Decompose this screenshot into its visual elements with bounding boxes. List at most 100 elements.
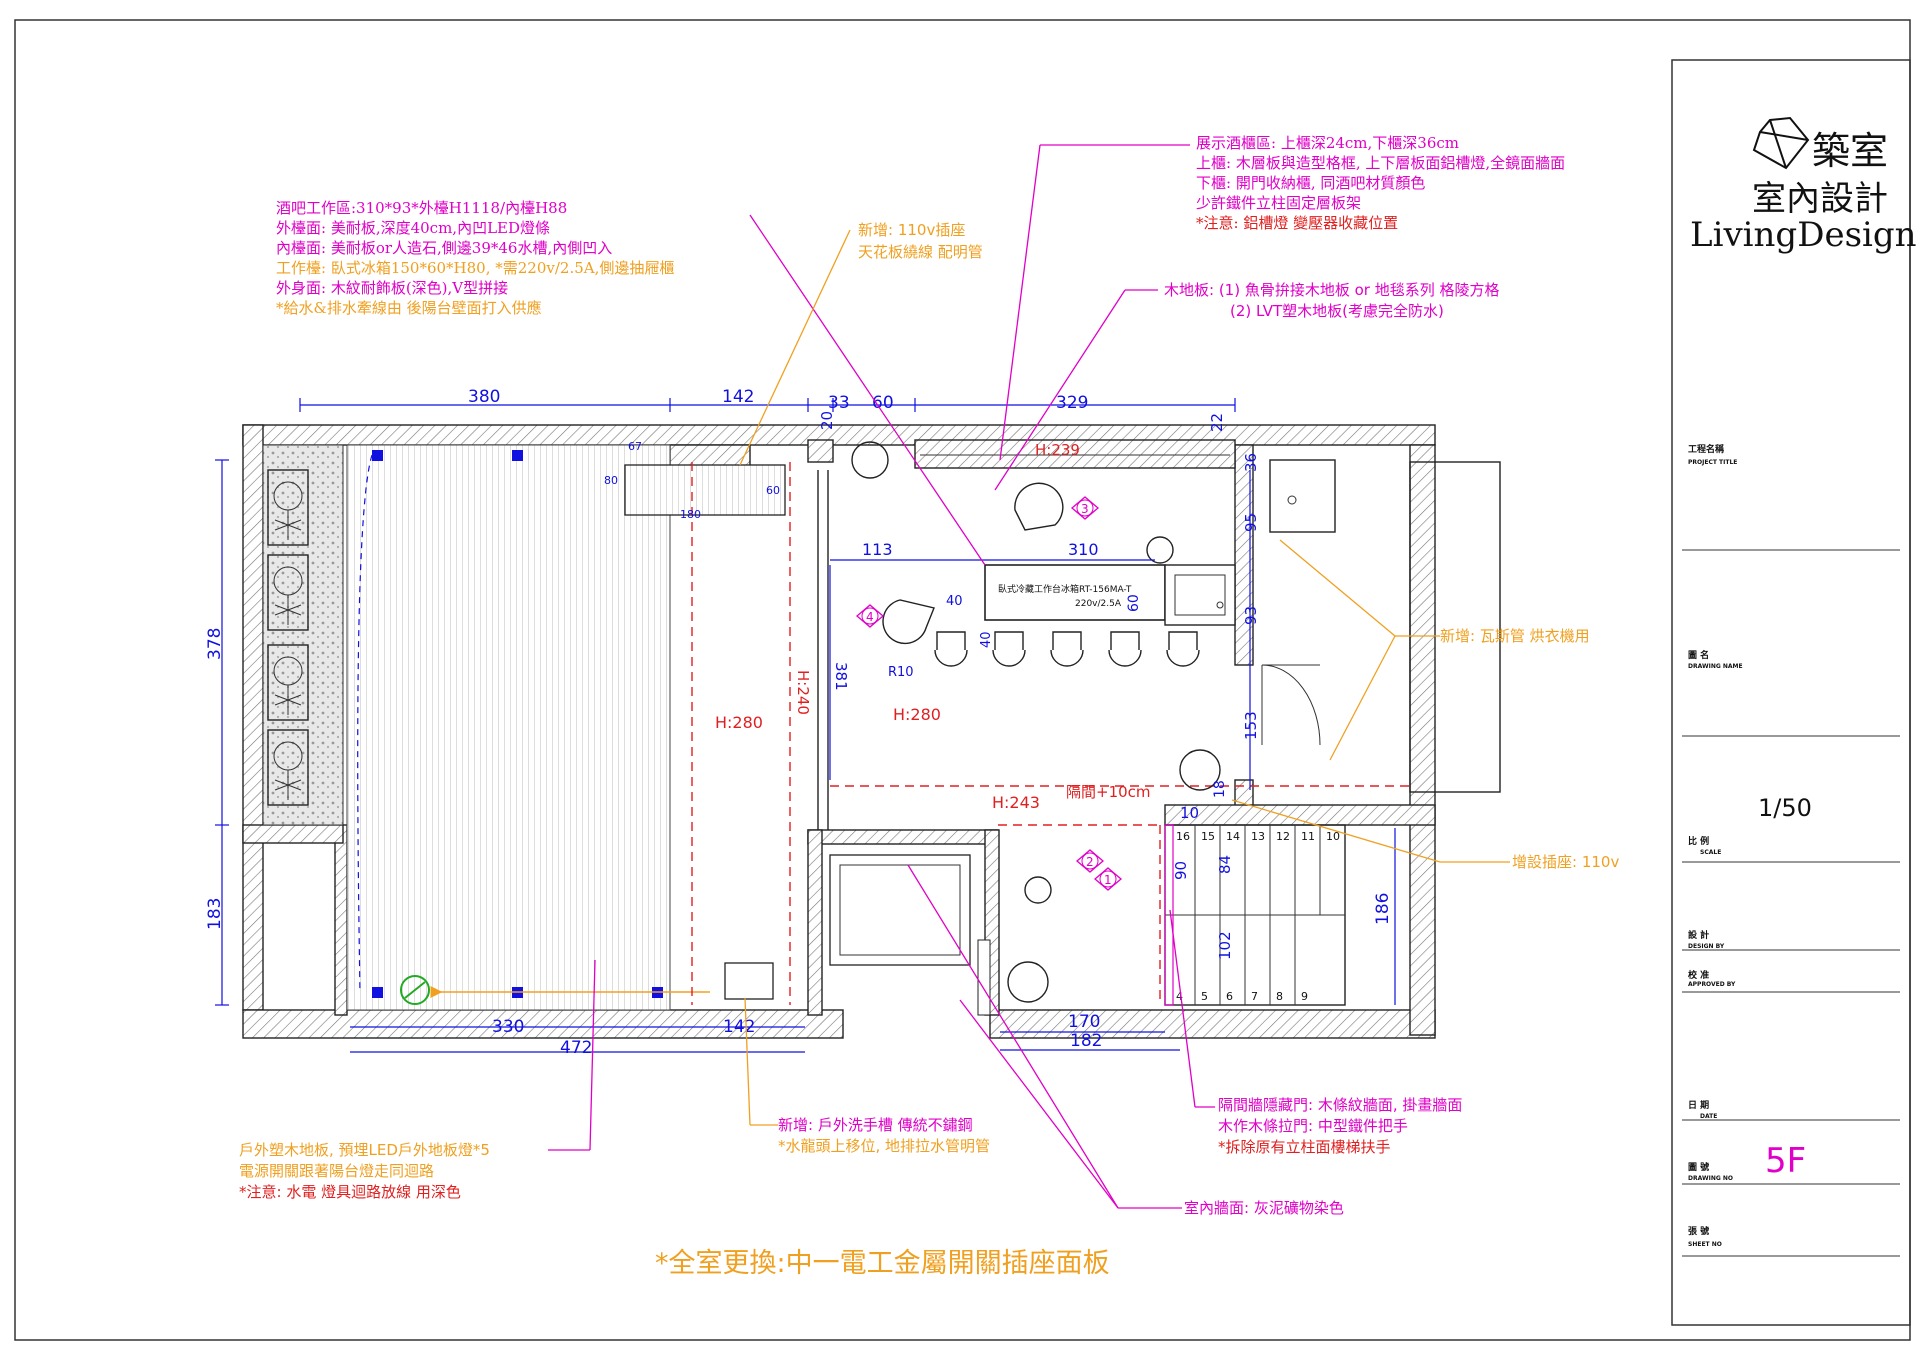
dim-22: 22 xyxy=(1208,413,1226,432)
plant-icon xyxy=(851,441,889,479)
logo-name: 築室 xyxy=(1812,129,1888,173)
note-outlet-110: 新增: 110v插座 天花板繞線 配明管 xyxy=(858,221,983,261)
height-280-balcony: H:280 xyxy=(715,713,763,732)
logo-icon xyxy=(1752,116,1810,170)
bar-note-line: 內檯面: 美耐板or人造石,側邊39*46水槽,內側凹入 xyxy=(276,239,612,257)
stair-num: 10 xyxy=(1326,830,1340,843)
socket-note: 增設插座: 110v xyxy=(1512,853,1619,871)
stair-num: 5 xyxy=(1201,990,1208,1003)
balcony-deck xyxy=(262,444,786,1011)
bar-stools xyxy=(934,631,1200,667)
ceiling-offset: 隔間+10cm xyxy=(1066,783,1151,801)
radius-r10: R10 xyxy=(888,665,914,680)
bar-note-line: 外身面: 木紋耐飾板(深色),V型拼接 xyxy=(276,279,508,297)
drawing-no-label-en: DRAWING NO xyxy=(1688,1175,1733,1182)
stair-num: 12 xyxy=(1276,830,1290,843)
logo: 築室 室內設計 LivingDesign xyxy=(1690,116,1917,255)
wash-basin xyxy=(1269,459,1336,533)
stair-area: 16 15 14 13 12 11 10 5 6 7 8 9 4 xyxy=(829,824,1346,1016)
dim-170: 170 xyxy=(1068,1012,1100,1032)
date-label-en: DATE xyxy=(1700,1113,1717,1120)
outdoor-sink xyxy=(724,962,774,1000)
height-labels: H:239 H:280 H:280 H:240 H:243 隔間+10cm xyxy=(715,441,1151,812)
date-label: 日 期 xyxy=(1688,1099,1709,1111)
dim-330: 330 xyxy=(492,1017,524,1037)
dim-40-vert: 40 xyxy=(979,631,994,648)
drawing-number: 5F xyxy=(1765,1141,1806,1181)
dim-33: 33 xyxy=(828,393,850,413)
gravel-strip xyxy=(262,444,344,826)
note-wine: 展示酒櫃區: 上櫃深24cm,下櫃深36cm 上櫃: 木層板與造型格框, 上下層… xyxy=(1196,134,1565,232)
approved-label: 校 准 xyxy=(1688,969,1709,981)
leader-lines xyxy=(548,144,1510,1209)
design-label-en: DESIGN BY xyxy=(1688,943,1725,950)
bar-note-line: 酒吧工作區:310*93*外檯H1118/內檯H88 xyxy=(276,199,567,217)
stair-num: 8 xyxy=(1276,990,1283,1003)
outlet-note-line: 天花板繞線 配明管 xyxy=(858,243,983,261)
wine-cabinet xyxy=(914,439,1236,469)
stair-num: 14 xyxy=(1226,830,1240,843)
design-label: 設 計 xyxy=(1688,929,1709,941)
height-243: H:243 xyxy=(992,793,1040,812)
stair-num: 15 xyxy=(1201,830,1215,843)
project-title-label: 工程名稱 xyxy=(1688,443,1724,455)
sink-note-line: *水龍頭上移位, 地排拉水管明管 xyxy=(778,1137,990,1155)
dim-381: 381 xyxy=(832,662,850,691)
wood-decking xyxy=(346,444,671,1011)
outlet-note-line: 新增: 110v插座 xyxy=(858,221,965,239)
bottom-note: *全室更換:中一電工金屬開關插座面板 xyxy=(655,1248,1110,1279)
door-swing xyxy=(1261,664,1321,746)
ceiling-lines xyxy=(691,462,1410,1005)
floor-note-line: (2) LVT塑木地板(考慮完全防水) xyxy=(1230,302,1444,320)
stair-numbers: 16 15 14 13 12 11 10 5 6 7 8 9 4 xyxy=(1176,830,1340,1003)
wine-note-line: 上櫃: 木層板與造型格框, 上下層板面鋁槽燈,全鏡面牆面 xyxy=(1196,154,1565,172)
dim-153: 153 xyxy=(1242,711,1260,740)
sheet-no-label-en: SHEET NO xyxy=(1688,1241,1722,1248)
note-sink: 新增: 戶外洗手槽 傳統不鏽鋼 *水龍頭上移位, 地排拉水管明管 xyxy=(778,1116,990,1155)
dim-18: 18 xyxy=(1212,780,1228,798)
switch-icon xyxy=(400,975,430,1005)
wall-note: 室內牆面: 灰泥礦物染色 xyxy=(1184,1199,1344,1217)
dim-329: 329 xyxy=(1056,393,1088,413)
callout-4: 4 xyxy=(866,610,874,624)
drawing-name-label: 圖 名 xyxy=(1688,649,1709,661)
title-block: 築室 室內設計 LivingDesign 工程名稱 PROJECT TITLE … xyxy=(1682,116,1917,1257)
gas-note: 新增: 瓦斯管 烘衣機用 xyxy=(1440,627,1590,645)
hidden-door xyxy=(1164,824,1174,1006)
dim-36: 36 xyxy=(1242,453,1260,472)
note-bar: 酒吧工作區:310*93*外檯H1118/內檯H88 外檯面: 美耐板,深度40… xyxy=(276,199,674,317)
stair-num: 13 xyxy=(1251,830,1265,843)
stair-num: 11 xyxy=(1301,830,1315,843)
dim-142-top: 142 xyxy=(722,387,754,407)
dim-180: 180 xyxy=(680,508,701,521)
note-door: 隔間牆隱藏門: 木條紋牆面, 掛畫牆面 木作木條拉門: 中型鐵件把手 *拆除原有… xyxy=(1218,1096,1462,1156)
door-note-line: 木作木條拉門: 中型鐵件把手 xyxy=(1218,1117,1408,1135)
fridge-label: 臥式冷藏工作台冰箱RT-156MA-T xyxy=(998,583,1132,595)
bench xyxy=(624,464,786,516)
laundry-area xyxy=(1261,459,1336,746)
dim-102: 102 xyxy=(1216,931,1234,960)
drawing-no-label: 圖 號 xyxy=(1688,1161,1709,1173)
height-280-bar: H:280 xyxy=(893,705,941,724)
sheet-no-label: 張 號 xyxy=(1688,1225,1709,1237)
dim-378: 378 xyxy=(205,628,225,660)
drawing-name-label-en: DRAWING NAME xyxy=(1688,663,1743,670)
callout-2: 2 xyxy=(1086,855,1094,869)
dim-60: 60 xyxy=(872,393,894,413)
stair-num: 7 xyxy=(1251,990,1258,1003)
stair-num: 16 xyxy=(1176,830,1190,843)
stair-num: 4 xyxy=(1176,990,1183,1003)
dimension-labels: 380 142 33 60 329 20 22 36 95 93 153 113… xyxy=(205,387,1393,1058)
person-icon-2 xyxy=(1024,876,1052,904)
height-240: H:240 xyxy=(794,670,812,715)
callout-tags: 3 4 2 1 xyxy=(855,496,1123,891)
dim-60-bar: 60 xyxy=(1126,594,1142,612)
floor-note-line: 木地板: (1) 魚骨拚接木地板 or 地毯系列 格陵方格 xyxy=(1164,281,1500,299)
fan-icon xyxy=(1179,749,1221,791)
dim-10: 10 xyxy=(1180,804,1199,822)
dim-40: 40 xyxy=(946,594,963,609)
stair-num: 9 xyxy=(1301,990,1308,1003)
dim-310: 310 xyxy=(1068,540,1099,559)
wine-note-line: *注意: 鋁槽燈 變壓器收藏位置 xyxy=(1196,214,1398,232)
